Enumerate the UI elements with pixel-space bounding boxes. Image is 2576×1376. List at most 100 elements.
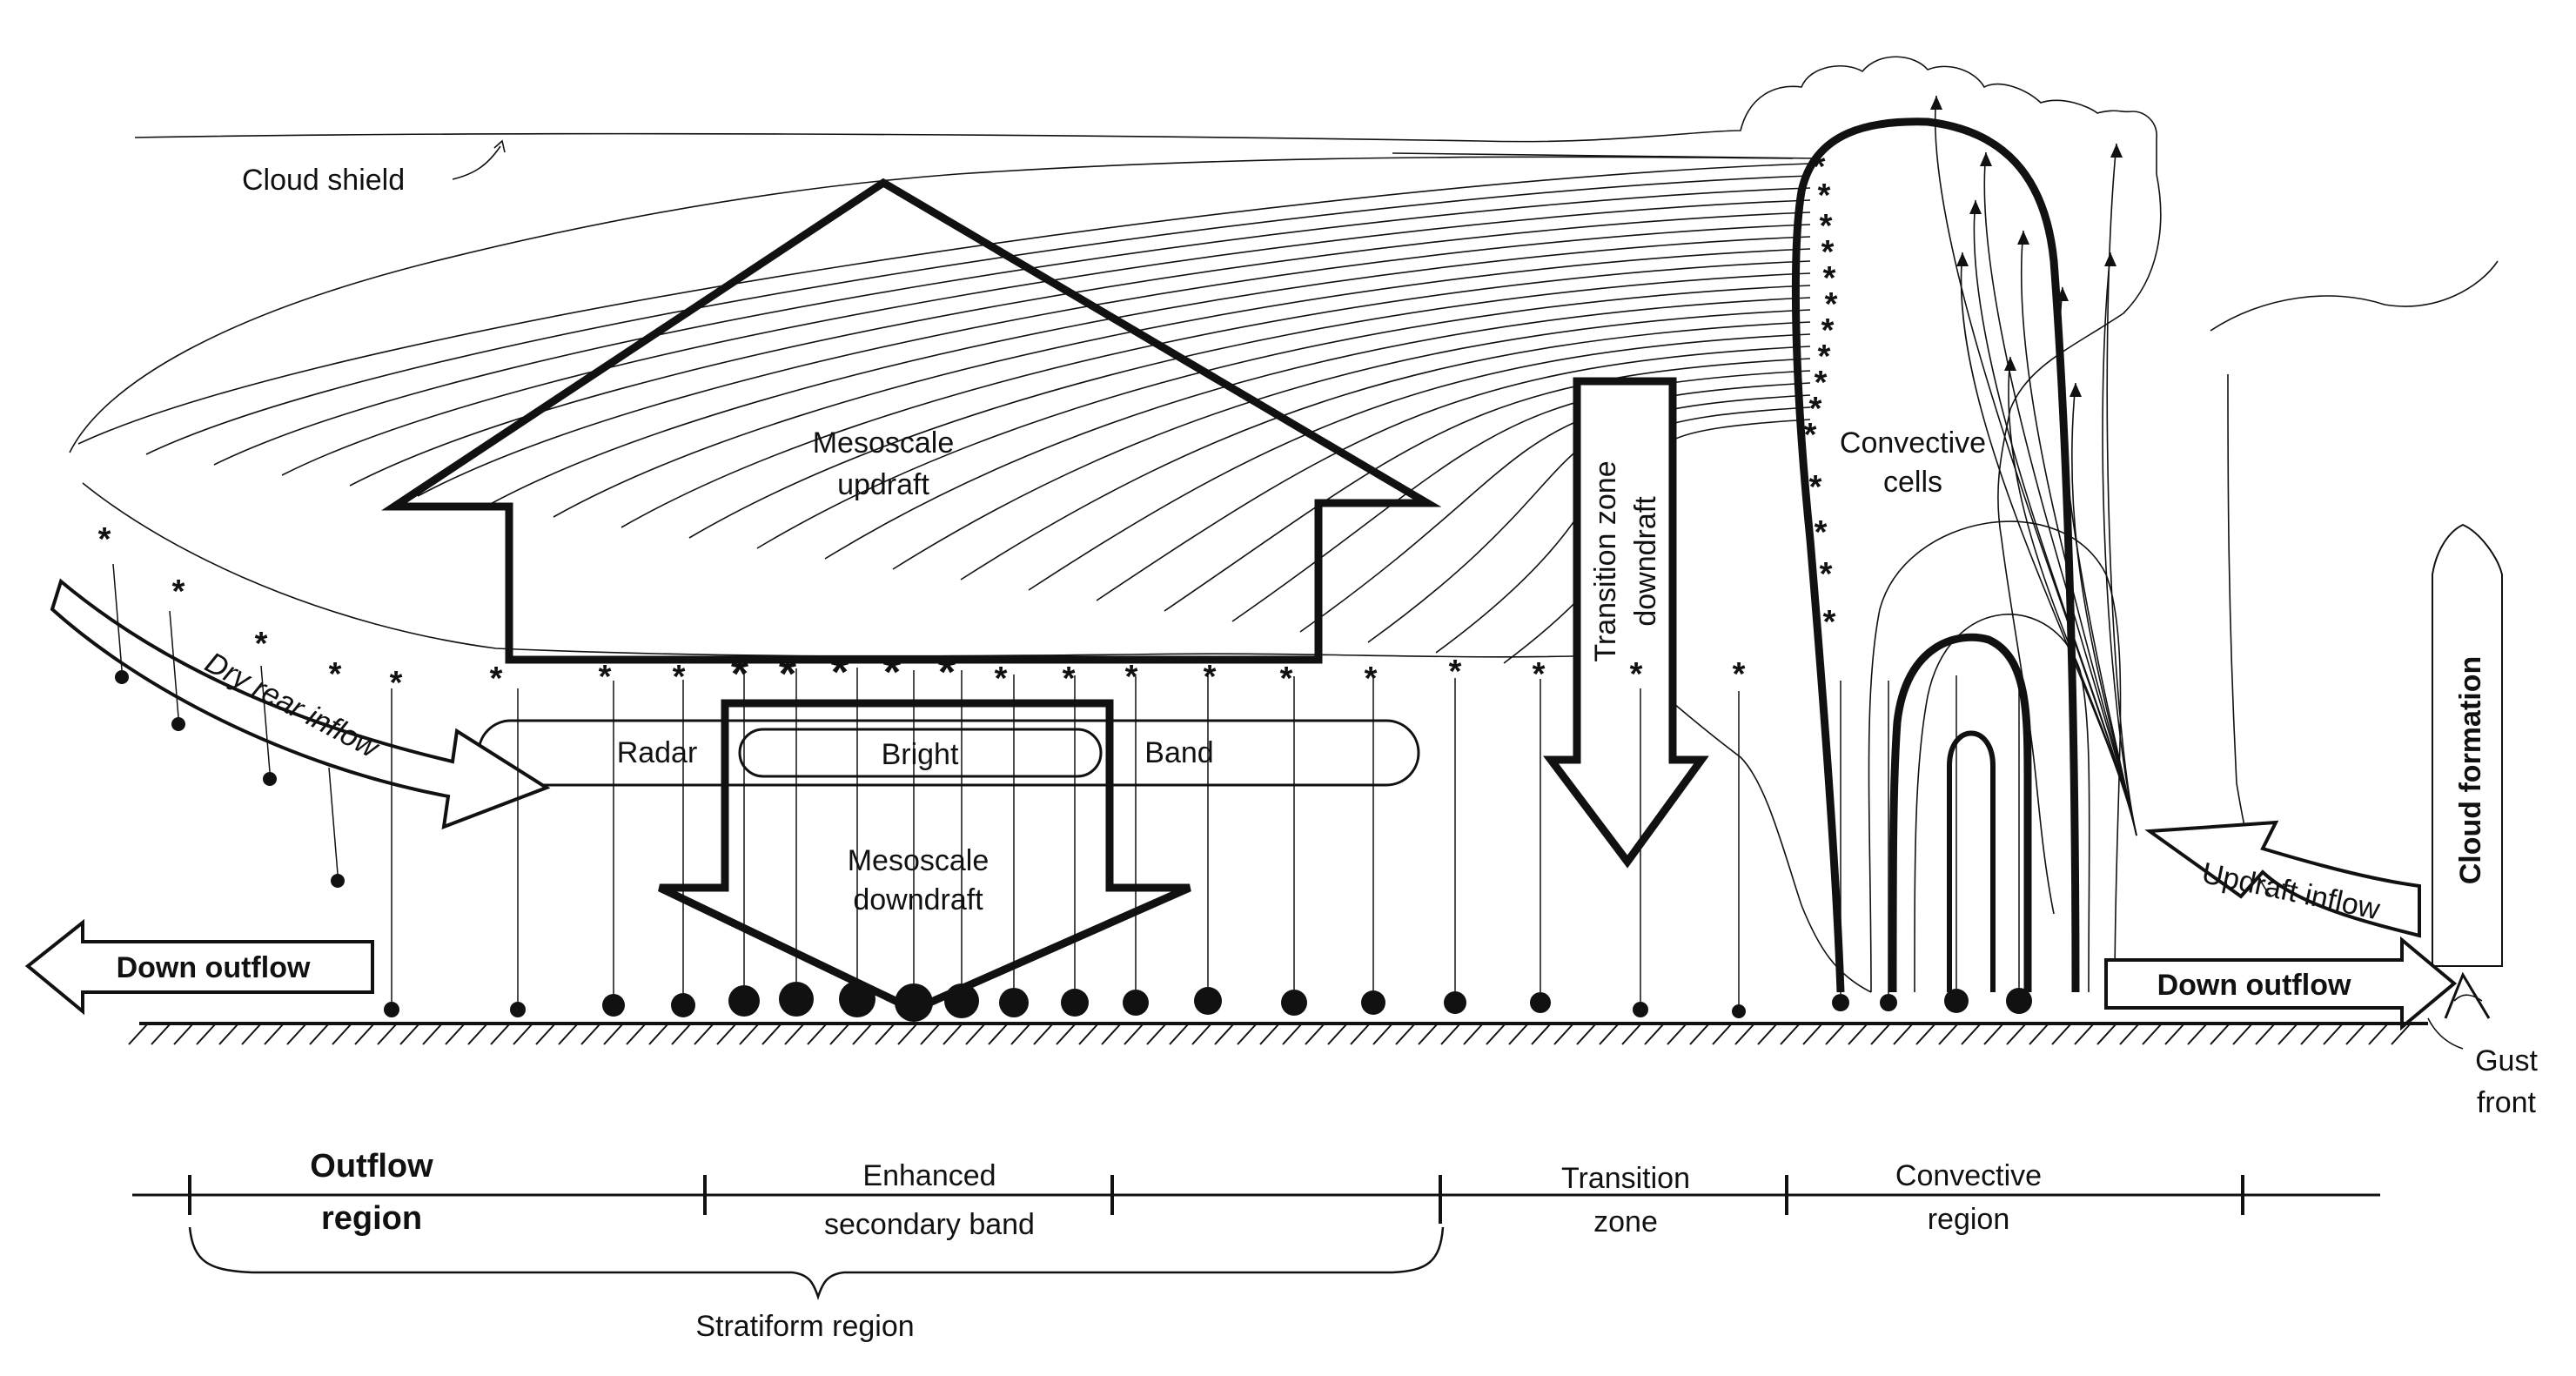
snowflake: * [1809,469,1822,506]
outflow-region-label-2: region [321,1200,422,1237]
ground-hatch [286,1023,307,1045]
streamline [1096,346,1811,601]
down-outflow-right-label: Down outflow [2157,969,2351,1002]
snowflake: * [1804,417,1817,453]
ground-hatch [1825,1023,1846,1045]
snowflake: * [1125,659,1138,695]
raindrop [1061,989,1089,1017]
ground-hatch [2142,1023,2163,1045]
melting-level-line [82,482,1872,993]
ground-hatch [829,1023,850,1045]
ground-hatch [852,1023,873,1045]
ground-hatch [1531,1023,1552,1045]
mesoscale-updraft-label-2: updraft [837,468,929,501]
enhanced-band-label-1: Enhanced [862,1159,996,1192]
ground-hatch [1486,1023,1506,1045]
arrowhead [2004,357,2016,371]
snowflake: * [98,521,111,558]
updraft-streamline [2102,252,2137,836]
updraft-streamline [2008,356,2137,836]
raindrop [331,874,345,888]
snowflake: * [1533,656,1546,693]
bright-label: Bright [882,738,959,771]
raindrop [1530,992,1551,1013]
ground-hatch [1870,1023,1891,1045]
streamline [756,285,1811,549]
streamline [213,187,1811,466]
arrowhead [1980,152,1992,166]
ground-hatch [399,1023,420,1045]
convective-outflow-arrows [1930,95,2137,836]
transition-downdraft-label-2: downdraft [1629,496,1662,627]
snowflake: * [1449,654,1462,690]
snowflake: * [831,648,849,698]
ground-hatch [264,1023,285,1045]
ground-hatch [1101,1023,1122,1045]
streamline [1231,370,1811,622]
raindrop [1832,994,1849,1011]
ground-hatch [1961,1023,1982,1045]
streamline [1299,382,1811,633]
ground-hatch [1214,1023,1235,1045]
gust-front-label-1: Gust [2475,1044,2538,1077]
ground-hatch [2096,1023,2117,1045]
arrowhead [2070,383,2082,397]
ground-hatch [2029,1023,2049,1045]
ground-hatch [603,1023,624,1045]
ground-hatch [965,1023,986,1045]
ground-hatch [332,1023,352,1045]
arrowhead [2056,287,2069,301]
fall-line [112,563,123,671]
snowflake: * [1823,604,1836,641]
ground-hatch [558,1023,579,1045]
raindrop [944,983,979,1018]
snowflake: * [390,665,403,701]
ground-hatch [2277,1023,2298,1045]
snowflake: * [995,661,1008,697]
ground-hatch [1983,1023,2004,1045]
raindrop [1633,1002,1648,1017]
ground-hatch [784,1023,805,1045]
snowflake: * [329,656,342,693]
down-outflow-left-arrow: Down outflow [24,918,374,1016]
raindrop [263,772,277,786]
snowflake: * [1821,234,1835,271]
ground-hatch [1124,1023,1144,1045]
stratiform-region-label: Stratiform region [695,1310,914,1343]
ground-hatch [1915,1023,1936,1045]
raindrop [895,983,933,1022]
streamline [1164,358,1811,612]
raindrop [1281,990,1307,1016]
ground-hatch [1893,1023,1914,1045]
updraft-streamline [2106,143,2137,836]
raindrop [728,985,760,1017]
ground-hatch [354,1023,375,1045]
ground-hatch [2187,1023,2208,1045]
raindrop [1361,990,1385,1015]
mesoscale-downdraft-label-2: downdraft [853,883,983,916]
ground-hatch [377,1023,398,1045]
gust-front: Gust front [2427,971,2538,1119]
convective-region-label-1: Convective [1895,1159,2042,1192]
ground-hatch [648,1023,669,1045]
streamlines [77,163,1811,664]
ground-hatch [1033,1023,1054,1045]
ground-hatch [1372,1023,1393,1045]
cloud-formation-column: Cloud formation [2432,523,2503,967]
snowflake: * [1809,391,1822,427]
raindrop [171,717,185,731]
ground-hatch [309,1023,330,1045]
ground-hatch [1553,1023,1574,1045]
ground-hatch [671,1023,692,1045]
streamline [1028,333,1811,591]
ground-hatch [716,1023,737,1045]
ice-particles: ************************************** [98,149,1838,701]
convective-cells-label-2: cells [1883,466,1942,499]
ground-hatch [1056,1023,1077,1045]
ground-hatch [1938,1023,1959,1045]
updraft-inflow-arrow: Updraft inflow [2144,820,2421,938]
updraft-streamline [2020,230,2137,836]
ground-hatch [1191,1023,1212,1045]
snowflake: * [255,626,268,662]
arrowhead [2110,144,2123,158]
